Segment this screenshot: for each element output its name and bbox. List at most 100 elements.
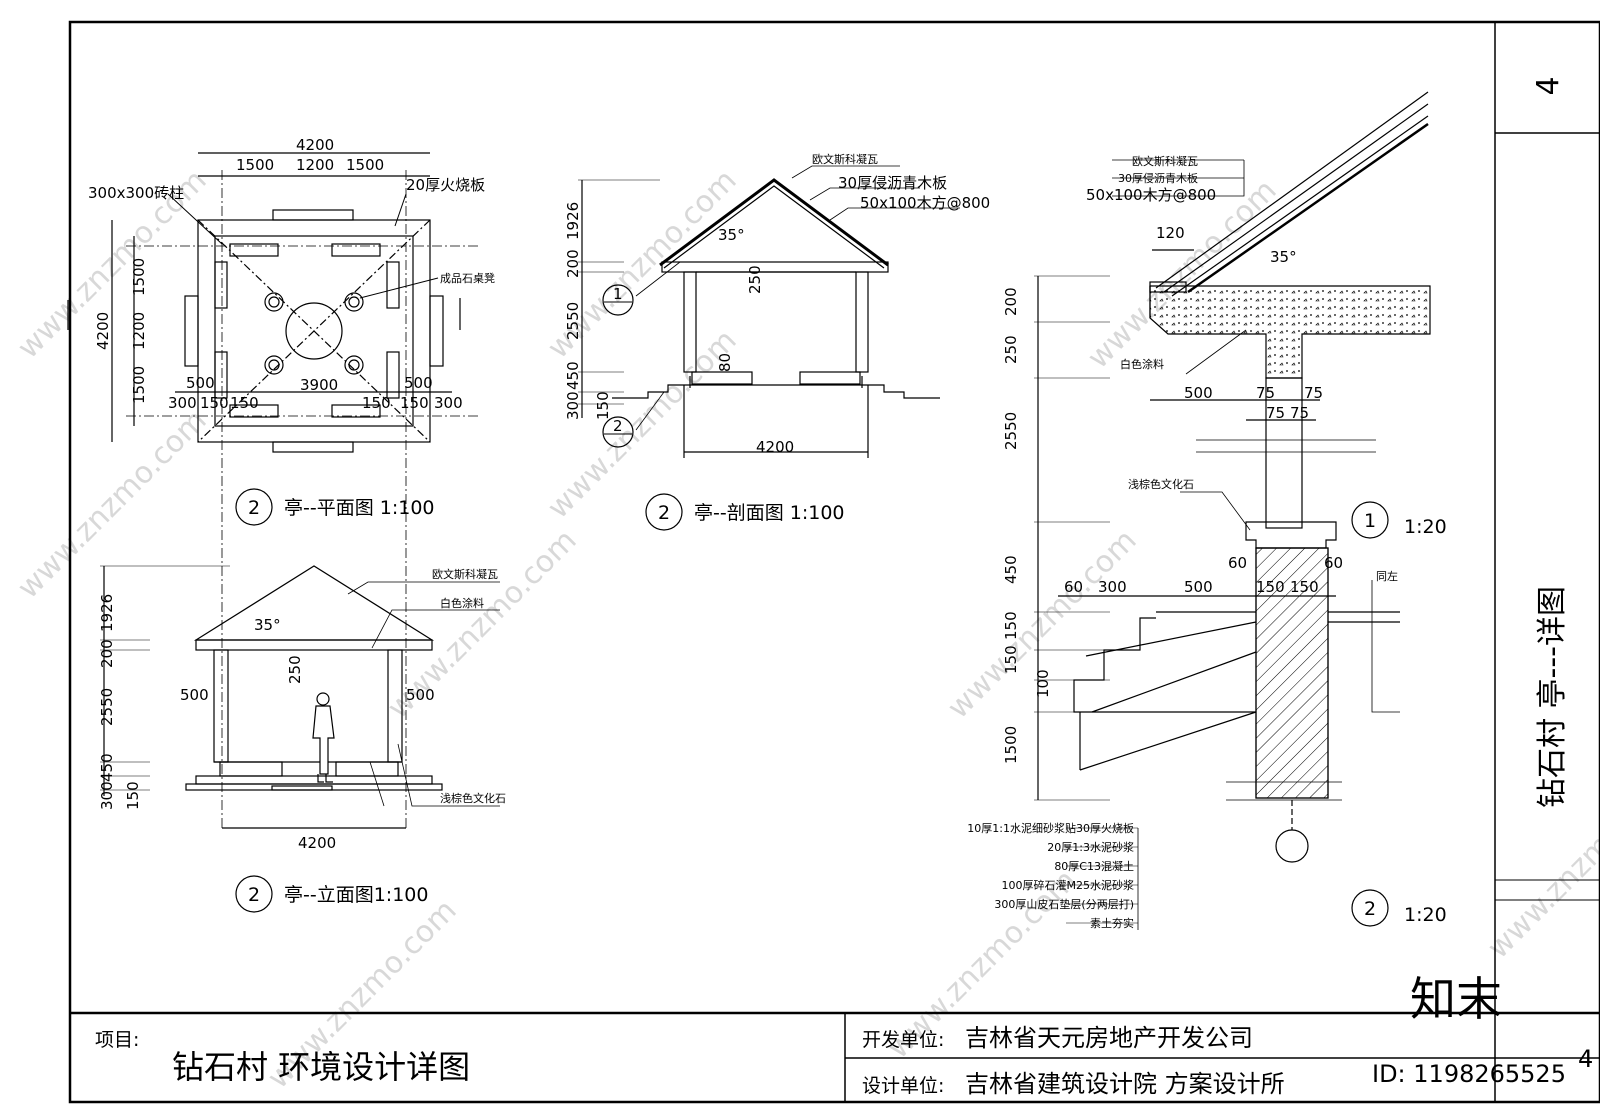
- leader-line: [167, 193, 223, 245]
- plan-caption-num: 2: [248, 497, 260, 519]
- section-view: [578, 165, 960, 458]
- plan-dim-bottom: 150: [400, 394, 429, 412]
- developer-name: 吉林省天元房地产开发公司: [965, 1024, 1253, 1052]
- section-marker: [602, 284, 634, 316]
- detail-dim-vertical: 450: [1002, 555, 1020, 584]
- detail-dim: 300: [1098, 578, 1127, 596]
- plan-dim-bottom: 150: [200, 394, 229, 412]
- detail-dim: 100: [1034, 669, 1052, 698]
- detail-label-paint: 白色涂料: [1120, 357, 1164, 371]
- detail-layer: 素土夯实: [1090, 916, 1134, 930]
- section-dim-left: 300: [564, 391, 582, 420]
- section-dim-250: 250: [746, 265, 764, 294]
- detail-dim-vertical: 150: [1002, 611, 1020, 640]
- elevation-dim-500: 500: [180, 686, 209, 704]
- detail-label-tile: 欧文斯科凝瓦: [1132, 154, 1198, 168]
- leader-line: [359, 277, 439, 299]
- elevation-caption-num: 2: [248, 884, 260, 906]
- plan-dim-500: 500: [186, 374, 215, 392]
- detail-annotations: 欧文斯科凝瓦 30厚侵沥青木板 50x100木方@800 120 35° 白色涂…: [967, 154, 1446, 930]
- plan-caption: 亭--平面图 1:100: [284, 497, 435, 519]
- detail-label-same: 同左: [1376, 570, 1398, 583]
- detail-layer: 80厚C13混凝土: [1054, 859, 1134, 873]
- section-caption-marker: [645, 493, 683, 531]
- detail-dim-vertical: 1500: [1002, 726, 1020, 764]
- detail-dim: 60: [1064, 578, 1083, 596]
- sheet-number-bottom: 4: [1578, 1045, 1593, 1073]
- plan-dim-bottom: 300: [168, 394, 197, 412]
- section-marker: [602, 416, 634, 448]
- title-block: 项目: 钻石村 环境设计详图 开发单位: 吉林省天元房地产开发公司 设计单位: …: [95, 1024, 1285, 1098]
- plan-dim-left: 1200: [130, 312, 148, 350]
- plan-dim-left: 1500: [130, 258, 148, 296]
- section-angle: 35°: [718, 226, 745, 244]
- detail-view: [1034, 91, 1431, 930]
- sheet-vertical-title: 钻石村 亭---详图: [1535, 586, 1570, 808]
- detail-dim: 150: [1290, 578, 1319, 596]
- elevation-angle: 35°: [254, 616, 281, 634]
- section-caption-num: 2: [658, 502, 670, 524]
- elevation-dim-left: 200: [98, 639, 116, 668]
- section-label-wood: 50x100木方@800: [860, 194, 990, 212]
- elevation-dim-left: 150: [124, 781, 142, 810]
- detail-layer: 10厚1:1水泥细砂浆贴30厚火烧板: [967, 821, 1134, 835]
- detail-dim: 75: [1290, 404, 1309, 422]
- section-annotations: 欧文斯科凝瓦 30厚侵沥青木板 50x100木方@800 35° 250 80 …: [564, 152, 990, 531]
- detail-dim: 75: [1304, 384, 1323, 402]
- detail-angle: 35°: [1270, 248, 1297, 266]
- section-dim-left: 2550: [564, 302, 582, 340]
- sheet-number: 4: [1531, 76, 1566, 95]
- section-dim-80: 80: [716, 353, 734, 372]
- elevation-dim-width: 4200: [298, 834, 336, 852]
- elevation-view: [100, 565, 500, 829]
- detail-marker-scale: 1:20: [1404, 516, 1447, 538]
- plan-dim-bottom: 300: [434, 394, 463, 412]
- plan-view: [67, 152, 480, 830]
- detail-dim-vertical: 2550: [1002, 412, 1020, 450]
- plan-dim-left: 1500: [130, 366, 148, 404]
- plan-dim-top: 1500: [236, 156, 274, 174]
- section-marker-num: 1: [613, 285, 623, 303]
- detail-label-board: 30厚侵沥青木板: [1118, 171, 1198, 185]
- plan-label-column: 300x300砖柱: [88, 184, 184, 202]
- detail-dim: 60: [1228, 554, 1247, 572]
- section-dim-left: 1926: [564, 202, 582, 240]
- plan-label-stool: 成品石桌凳: [440, 271, 495, 285]
- detail-marker-num: 1: [1364, 510, 1376, 532]
- detail-layer: 20厚1:3水泥砂浆: [1047, 840, 1134, 854]
- detail-label-stone: 浅棕色文化石: [1128, 477, 1194, 491]
- detail-dim-vertical: 250: [1002, 335, 1020, 364]
- plan-dim-500: 500: [404, 374, 433, 392]
- detail-marker: [1351, 501, 1389, 539]
- detail-layer: 100厚碎石灌M25水泥砂浆: [1002, 878, 1134, 892]
- elevation-dim-left: 300: [98, 781, 116, 810]
- plan-dim-inner: 3900: [300, 376, 338, 394]
- sheet-frame: [68, 20, 1600, 1104]
- elevation-dim-250: 250: [286, 655, 304, 684]
- plan-dim-left-total: 4200: [94, 312, 112, 350]
- detail-marker-num: 2: [1364, 898, 1376, 920]
- elevation-dim-500: 500: [406, 686, 435, 704]
- section-caption: 亭--剖面图 1:100: [694, 502, 845, 524]
- elevation-caption-marker: [235, 875, 273, 913]
- plan-caption-marker: [235, 488, 273, 526]
- detail-dim: 60: [1324, 554, 1343, 572]
- plan-label-slab: 20厚火烧板: [406, 176, 485, 194]
- detail-dim: 75: [1256, 384, 1275, 402]
- detail-marker-scale: 1:20: [1404, 904, 1447, 926]
- plan-dim-top: 1200: [296, 156, 334, 174]
- leader-line: [394, 193, 407, 227]
- designer-name: 吉林省建筑设计院 方案设计所: [965, 1070, 1285, 1098]
- section-dim-left: 200: [564, 249, 582, 278]
- detail-dim-vertical: 200: [1002, 287, 1020, 316]
- watermark-id: ID: 1198265525: [1372, 1060, 1566, 1088]
- detail-label-wood: 50x100木方@800: [1086, 186, 1216, 204]
- section-label-tile: 欧文斯科凝瓦: [812, 152, 878, 166]
- plan-annotations: 4200 1500 1200 1500 4200 1500 1200 1500 …: [88, 136, 495, 526]
- elevation-annotations: 欧文斯科凝瓦 白色涂料 浅棕色文化石 35° 250 500 500 4200 …: [98, 567, 506, 913]
- plan-dim-bottom: 150: [230, 394, 259, 412]
- elevation-label-tile: 欧文斯科凝瓦: [432, 567, 498, 581]
- elevation-dim-left: 2550: [98, 688, 116, 726]
- project-label: 项目:: [95, 1029, 139, 1051]
